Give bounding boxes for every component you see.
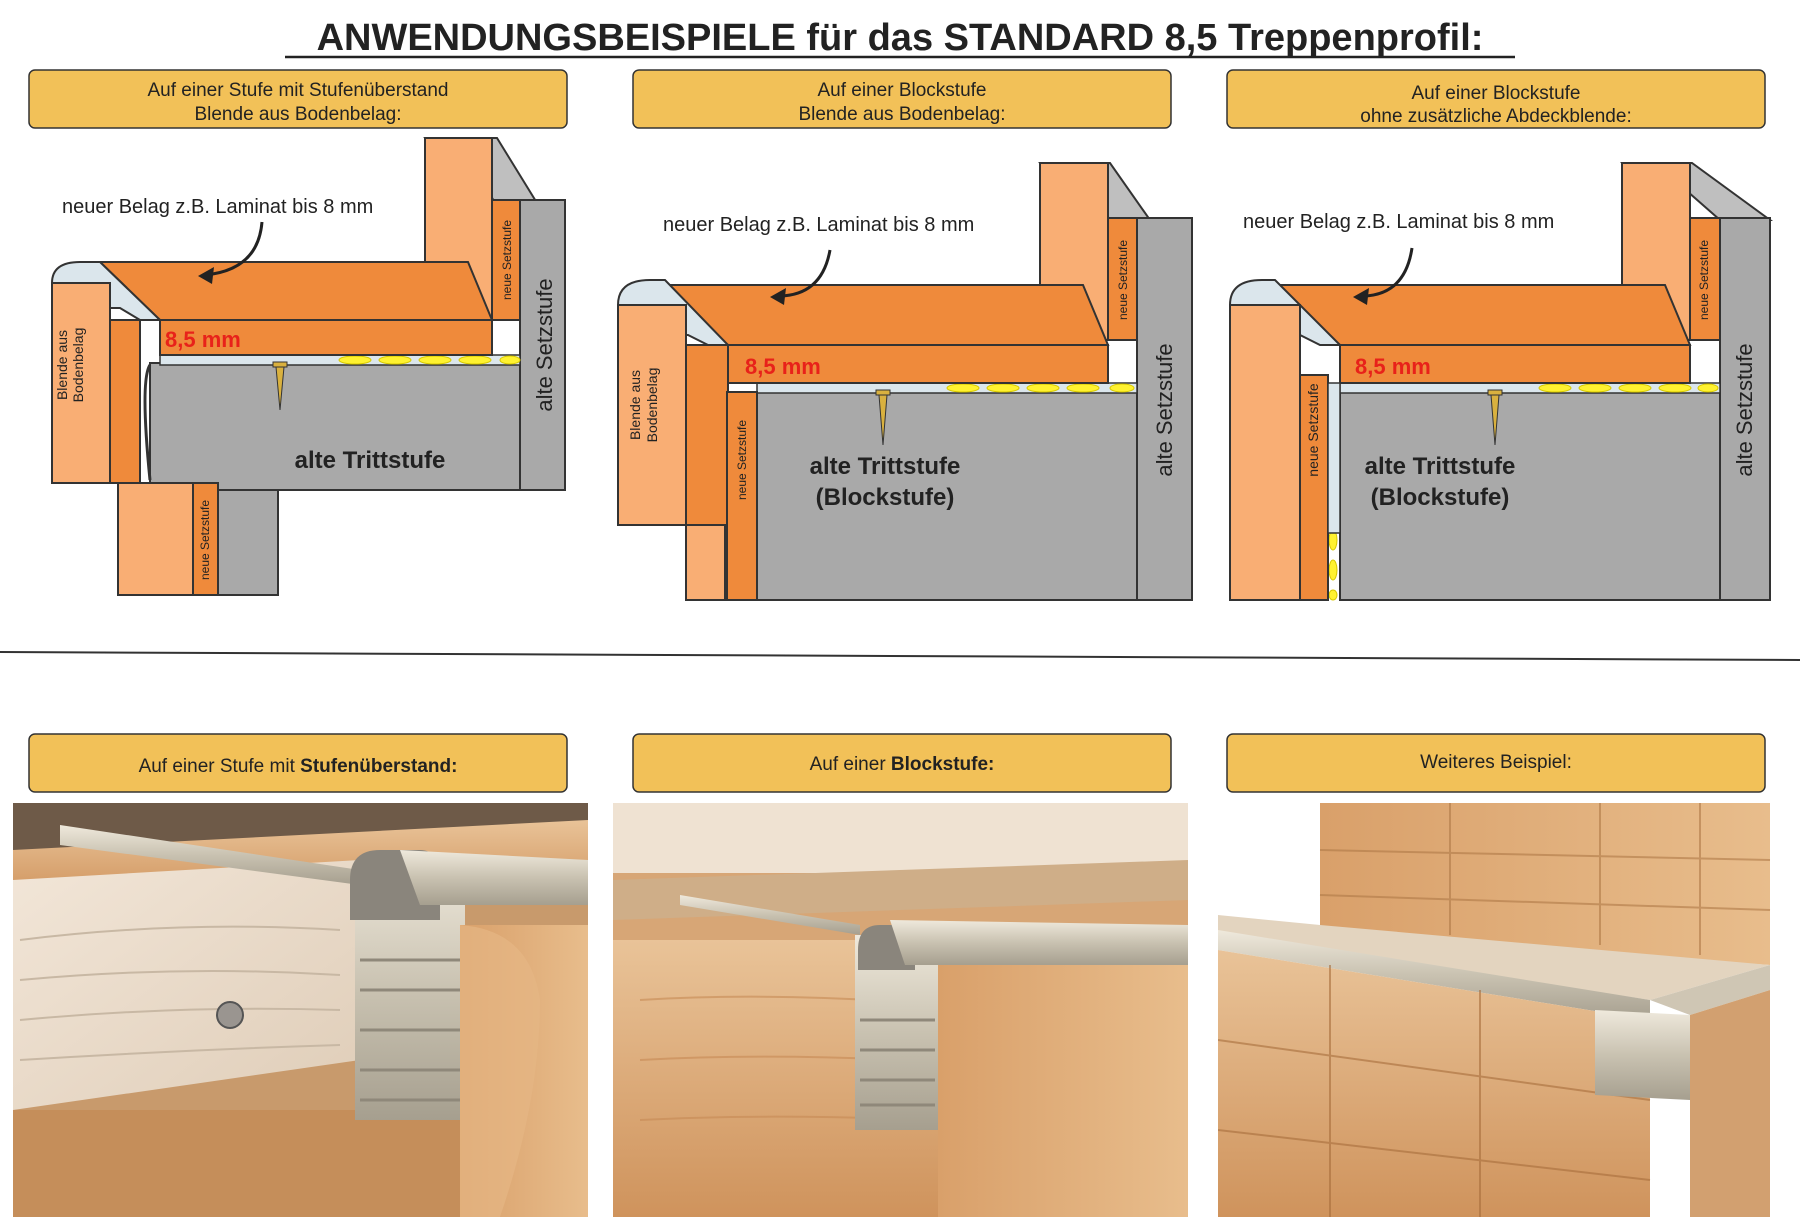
label-neue-setzstufe-top: neue Setzstufe — [1116, 240, 1130, 320]
photo-block-step — [613, 803, 1188, 1217]
label-blende-line1: Blende aus — [54, 330, 70, 400]
new-riser-strip — [1107, 217, 1138, 341]
photo-step-overhang — [13, 803, 588, 1217]
photo-further-example — [1218, 803, 1790, 1217]
label-neue-setzstufe-top: neue Setzstufe — [1697, 240, 1711, 320]
screw-icon — [272, 361, 288, 411]
new-covering — [657, 284, 1110, 346]
photo-header-1: Auf einer Stufe mit Stufenüberstand: — [139, 756, 458, 777]
diagram-header-box — [28, 69, 568, 129]
label-neue-setzstufe-bottom: neue Setzstufe — [1305, 383, 1321, 477]
old-tread-block — [1339, 391, 1721, 601]
label-blende-line1: Blende aus — [627, 370, 643, 440]
measure-box — [159, 319, 493, 356]
old-riser — [1136, 217, 1193, 601]
diagram-header-line1: Auf einer Blockstufe — [818, 80, 987, 101]
old-tread — [149, 362, 521, 491]
label-blende-line2: Bodenbelag — [70, 328, 86, 403]
old-riser — [1719, 217, 1771, 601]
label-alte-trittstufe: alte Trittstufe — [1365, 453, 1516, 480]
note-new-covering: neuer Belag z.B. Laminat bis 8 mm — [1243, 211, 1554, 233]
pointer-arrow-icon — [1362, 247, 1414, 298]
label-neue-setzstufe-bottom: neue Setzstufe — [735, 420, 749, 500]
old-tread-edge — [143, 364, 152, 481]
new-covering — [97, 261, 494, 321]
label-alte-trittstufe: alte Trittstufe — [295, 447, 446, 474]
pointer-arrow-icon — [204, 221, 264, 277]
section-divider — [0, 651, 1800, 661]
lower-new-riser — [117, 482, 194, 596]
label-blockstufe: (Blockstufe) — [1371, 484, 1510, 511]
label-alte-setzstufe: alte Setzstufe — [532, 278, 557, 411]
new-riser-strip — [491, 199, 521, 321]
old-riser — [519, 199, 566, 491]
note-new-covering: neuer Belag z.B. Laminat bis 8 mm — [62, 196, 373, 218]
diagram-header-box — [632, 69, 1172, 129]
pointer-arrowhead-icon — [198, 267, 214, 284]
pointer-arrow-icon — [779, 249, 832, 298]
adhesive-dots — [946, 383, 1135, 393]
photo-header-3: Weiteres Beispiel: — [1420, 752, 1572, 773]
photo-header-box-2 — [632, 733, 1172, 793]
adhesive-dots — [338, 355, 521, 365]
label-alte-trittstufe: alte Trittstufe — [810, 453, 961, 480]
page-title: ANWENDUNGSBEISPIELE für das STANDARD 8,5… — [317, 17, 1484, 59]
profile-leg — [1327, 382, 1341, 534]
pointer-arrowhead-icon — [1353, 288, 1369, 305]
photo-header-box-1 — [28, 733, 568, 793]
measure-box — [1339, 344, 1691, 384]
label-alte-setzstufe: alte Setzstufe — [1732, 343, 1757, 476]
photo-header-box-3 — [1226, 733, 1766, 793]
lower-new-riser-strip — [726, 391, 758, 601]
label-blende-line2: Bodenbelag — [644, 368, 660, 443]
label-blockstufe: (Blockstufe) — [816, 484, 955, 511]
screw-icon — [1487, 389, 1503, 446]
new-riser-panel — [1229, 304, 1301, 601]
measure-box — [727, 344, 1109, 384]
diagram-header-line1: Auf einer Stufe mit Stufenüberstand — [147, 80, 448, 101]
diagram-header-line2: Blende aus Bodenbelag: — [798, 104, 1005, 125]
diagram-header-line2: Blende aus Bodenbelag: — [194, 104, 401, 125]
note-new-covering: neuer Belag z.B. Laminat bis 8 mm — [663, 214, 974, 236]
label-alte-setzstufe: alte Setzstufe — [1152, 343, 1177, 476]
diagram-header-line1: Auf einer Blockstufe — [1412, 83, 1581, 104]
fascia-inner — [685, 344, 729, 526]
diagram-block-step: Auf einer Blockstufe Blende aus Bodenbel… — [616, 69, 1193, 601]
lower-new-riser-strip — [192, 482, 219, 596]
screw-icon — [875, 389, 891, 446]
pointer-arrowhead-icon — [770, 288, 786, 305]
fascia-inner — [109, 319, 141, 484]
measure-label: 8,5 mm — [165, 327, 241, 352]
diagram-step-overhang: Auf einer Stufe mit Stufenüberstand Blen… — [28, 69, 568, 596]
diagram-block-step-no-fascia: Auf einer Blockstufe ohne zusätzliche Ab… — [1226, 69, 1774, 601]
measure-label: 8,5 mm — [1355, 354, 1431, 379]
diagram-header-box — [1226, 69, 1766, 129]
label-neue-setzstufe-bottom: neue Setzstufe — [198, 500, 212, 580]
fascia-panel — [51, 282, 111, 484]
measure-label: 8,5 mm — [745, 354, 821, 379]
label-neue-setzstufe-top: neue Setzstufe — [500, 220, 514, 300]
photo-header-2: Auf einer Blockstufe: — [810, 754, 995, 775]
diagram-header-line2: ohne zusätzliche Abdeckblende: — [1360, 106, 1631, 127]
lower-old-riser — [217, 489, 279, 596]
